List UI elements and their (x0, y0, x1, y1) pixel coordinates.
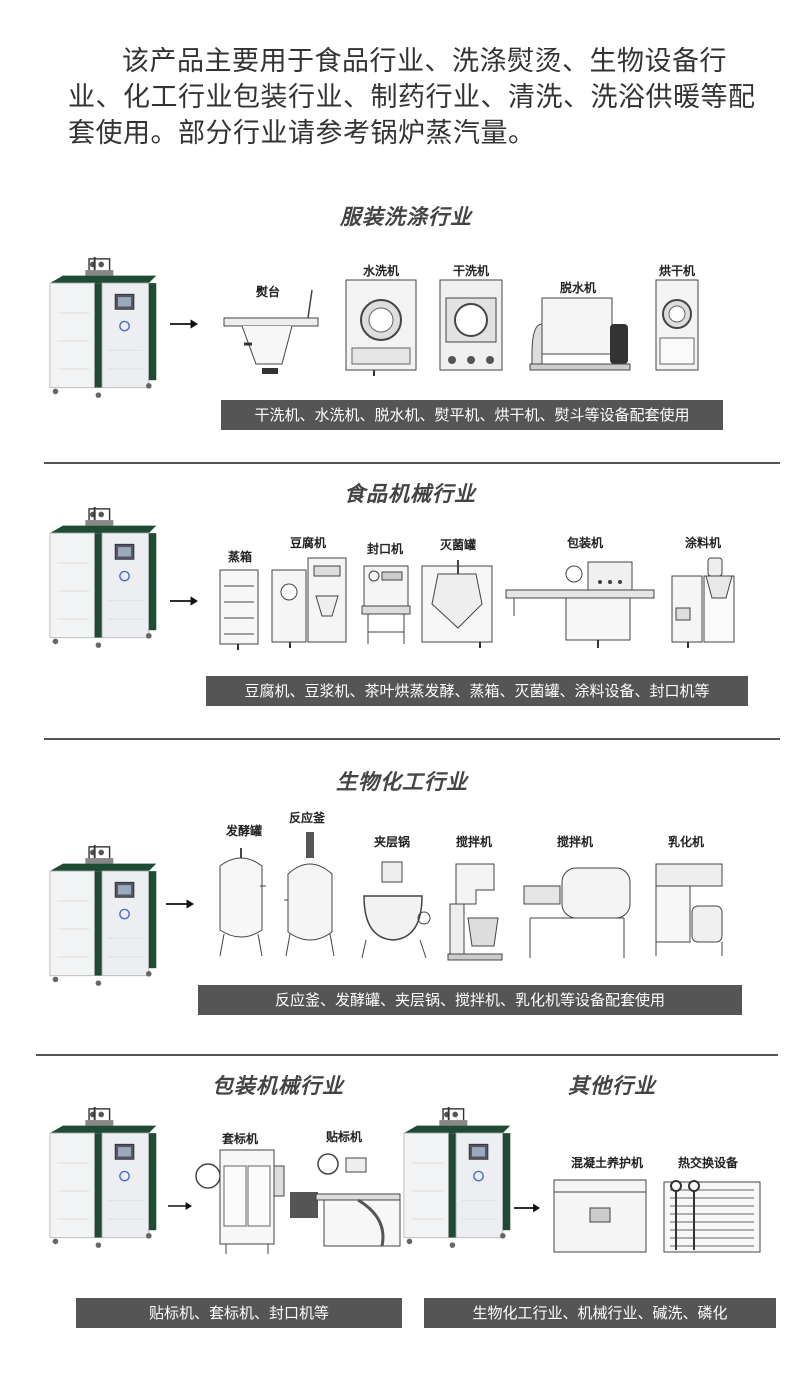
equipment-label: 豆腐机 (289, 536, 327, 550)
ironing-table-image (223, 289, 319, 374)
sleeve-labeling-machine-image (195, 1149, 285, 1254)
intro-paragraph: 该产品主要用于食品行业、洗涤熨烫、生物设备行业、化工行业包装行业、制药行业、清洗… (68, 44, 758, 152)
equipment-label: 搅拌机 (556, 835, 594, 849)
packaging-machine-image (505, 561, 655, 648)
section-title-packaging: 包装机械行业 (212, 1074, 344, 1098)
horizontal-mixer-image (523, 867, 631, 958)
equipment-label: 熨台 (255, 285, 281, 299)
equipment-label: 套标机 (221, 1132, 259, 1146)
section-title-food: 食品机械行业 (344, 482, 476, 506)
caption-packaging: 贴标机、套标机、封口机等 (76, 1298, 402, 1328)
heat-exchanger-image (663, 1180, 761, 1253)
fermentation-tank-image (219, 848, 266, 957)
intro-text: 该产品主要用于食品行业、洗涤熨烫、生物设备行业、化工行业包装行业、制药行业、清洗… (68, 46, 756, 149)
equipment-label: 反应釜 (288, 811, 326, 825)
equipment-label: 搅拌机 (455, 835, 493, 849)
steam-boiler-image (48, 252, 160, 402)
equipment-label: 夹层锅 (373, 835, 411, 849)
caption-food: 豆腐机、豆浆机、茶叶烘蒸发酵、蒸箱、灭菌罐、涂料设备、封口机等 (206, 676, 748, 706)
equipment-label: 乳化机 (667, 835, 705, 849)
concrete-curing-machine-image (553, 1179, 647, 1253)
section-divider (44, 738, 780, 740)
equipment-label: 封口机 (366, 542, 404, 556)
caption-laundry: 干洗机、水洗机、脱水机、熨平机、烘干机、熨斗等设备配套使用 (221, 400, 723, 430)
caption-other: 生物化工行业、机械行业、碱洗、磷化 (424, 1298, 776, 1328)
emulsifier-image (655, 863, 723, 956)
reactor-kettle-image (284, 832, 335, 957)
steam-boiler-image (48, 502, 160, 652)
labeling-machine-image (290, 1153, 401, 1247)
section-divider (36, 1054, 778, 1056)
equipment-label: 贴标机 (325, 1130, 363, 1144)
equipment-label: 涂料机 (684, 536, 722, 550)
equipment-label: 蒸箱 (227, 550, 253, 564)
equipment-label: 脱水机 (559, 281, 597, 295)
section-divider (44, 462, 780, 464)
section-title-bio: 生物化工行业 (336, 770, 468, 794)
arrow-right-icon (168, 1200, 192, 1212)
steam-boiler-image (48, 1102, 160, 1252)
washing-machine-image (345, 279, 417, 376)
equipment-label: 干洗机 (452, 264, 490, 278)
dry-cleaning-machine-image (439, 279, 503, 371)
sealing-machine-image (361, 565, 411, 644)
sterilizer-tank-image (421, 560, 493, 648)
coating-machine-image (671, 557, 735, 648)
caption-bio: 反应釜、发酵罐、夹层锅、搅拌机、乳化机等设备配套使用 (198, 985, 742, 1015)
section-title-laundry: 服装洗涤行业 (340, 205, 472, 229)
arrow-right-icon (170, 595, 198, 607)
steam-cabinet-image (219, 569, 259, 650)
section-title-other: 其他行业 (568, 1074, 656, 1098)
arrow-right-icon (170, 318, 198, 330)
dryer-image (655, 279, 699, 371)
steam-boiler-image (402, 1102, 514, 1252)
jacketed-kettle-image (361, 861, 431, 959)
tofu-machine-image (271, 557, 347, 648)
equipment-label: 水洗机 (362, 264, 400, 278)
equipment-label: 烘干机 (658, 264, 696, 278)
dehydrator-image (529, 297, 631, 371)
arrow-right-icon (166, 898, 194, 910)
equipment-label: 热交换设备 (677, 1156, 739, 1170)
equipment-label: 混凝土养护机 (570, 1156, 644, 1170)
equipment-label: 发酵罐 (225, 824, 263, 838)
equipment-label: 包装机 (566, 536, 604, 550)
steam-boiler-image (48, 840, 160, 990)
equipment-label: 灭菌罐 (439, 538, 477, 552)
mixer-image (447, 863, 503, 961)
arrow-right-icon (514, 1202, 540, 1214)
